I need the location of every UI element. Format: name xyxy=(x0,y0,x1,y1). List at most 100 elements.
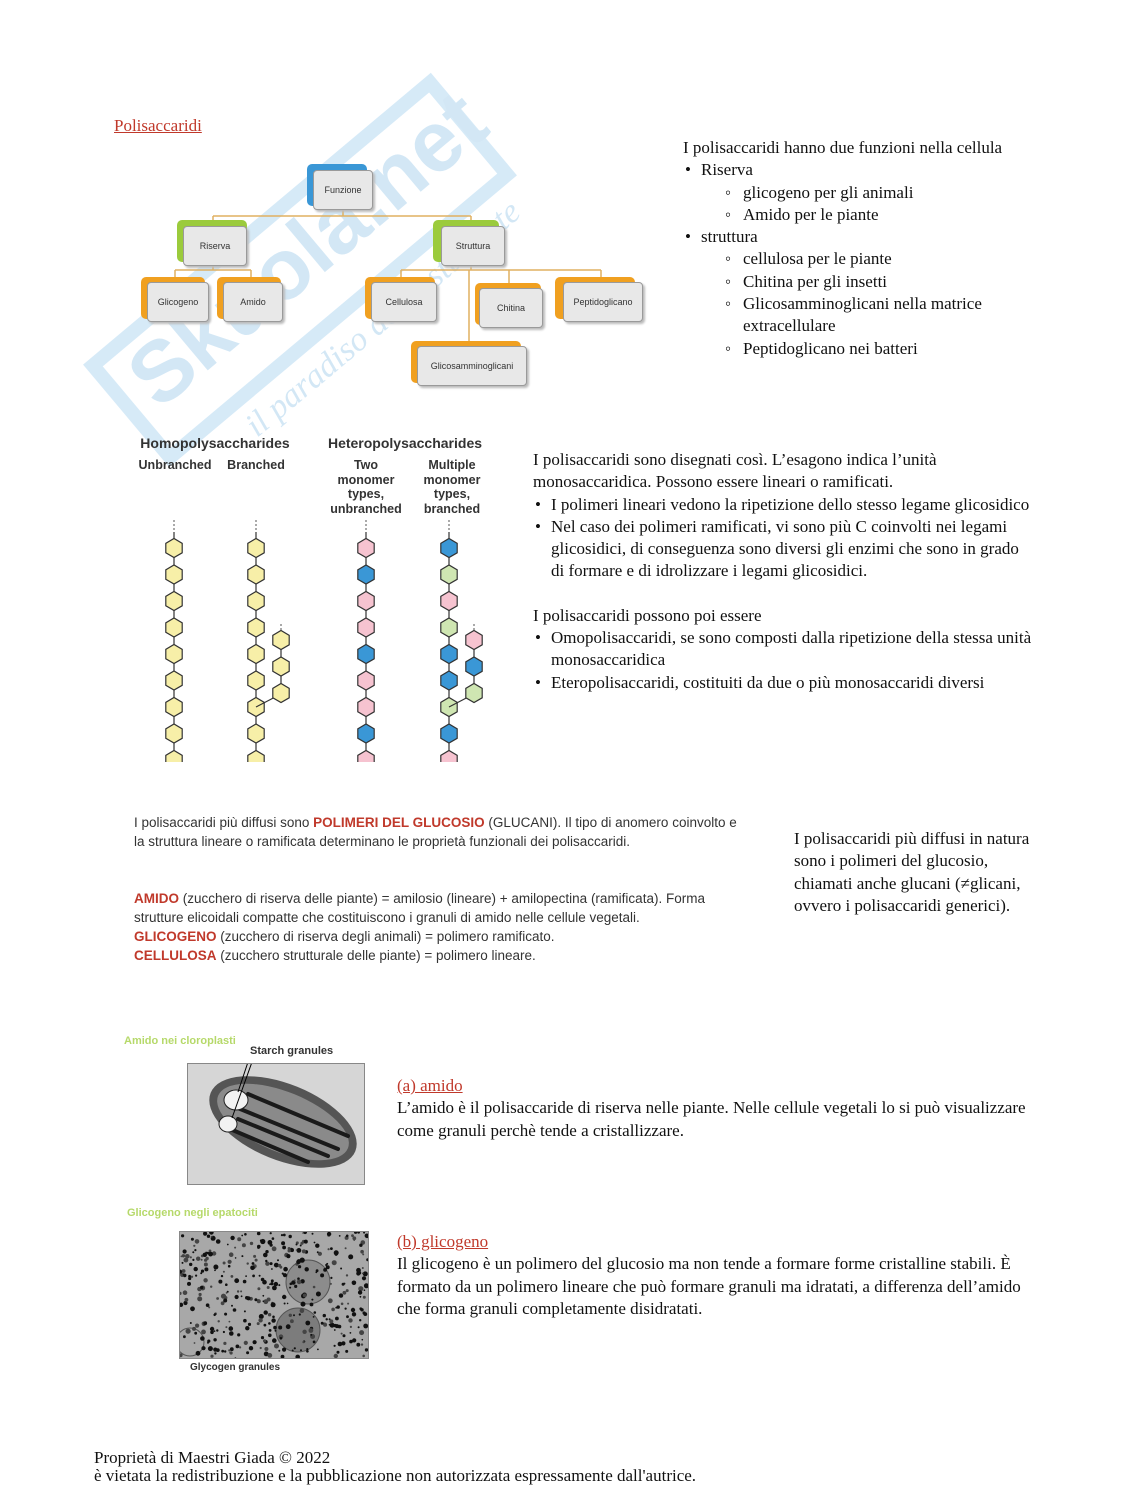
glycogen-granule xyxy=(300,1301,306,1307)
glycogen-granule xyxy=(340,1267,343,1270)
glucan-line-1: I polisaccaridi più diffusi sono POLIMER… xyxy=(134,815,737,830)
node-funzione: Funzione xyxy=(313,170,373,210)
glycogen-granule xyxy=(183,1335,186,1339)
glycogen-granule xyxy=(208,1306,211,1309)
glycogen-granule xyxy=(258,1274,261,1277)
glycogen-granule xyxy=(213,1330,216,1332)
glycogen-granule xyxy=(308,1328,314,1333)
glycogen-granule xyxy=(234,1257,237,1259)
list-item: Amido per le piante xyxy=(683,204,1043,227)
glycogen-granule xyxy=(302,1329,307,1334)
glycogen-granule xyxy=(299,1244,302,1247)
glycogen-granule xyxy=(356,1271,361,1276)
glycogen-granule xyxy=(217,1320,220,1323)
monosaccharide-hexagon xyxy=(440,537,458,559)
glycogen-granule xyxy=(241,1234,244,1237)
glycogen-granule xyxy=(363,1283,368,1289)
glycogen-granule xyxy=(290,1319,294,1324)
amido-heading[interactable]: (a) amido xyxy=(397,1076,463,1095)
glycogen-granule xyxy=(269,1283,271,1285)
glycogen-granule xyxy=(207,1341,209,1344)
glycogen-granule xyxy=(273,1326,277,1330)
glycogen-granule xyxy=(188,1274,191,1278)
glycogen-granule xyxy=(190,1306,195,1312)
glycogen-granule xyxy=(265,1261,270,1266)
monosaccharide-hexagon xyxy=(440,723,458,744)
glycogen-granule xyxy=(267,1313,272,1317)
glycogen-granule xyxy=(193,1244,196,1247)
glycogen-granule xyxy=(245,1275,247,1277)
glycogen-granule xyxy=(362,1295,366,1299)
glycogen-granule xyxy=(288,1313,292,1317)
glycogen-granule xyxy=(364,1348,368,1352)
glycogen-granule xyxy=(264,1347,269,1351)
glycogen-granule xyxy=(211,1251,217,1256)
glycogen-granule xyxy=(213,1338,217,1342)
glycogen-granule xyxy=(222,1270,225,1273)
glycogen-granule xyxy=(229,1347,234,1352)
glycogen-granule xyxy=(181,1254,186,1258)
glycogen-granule xyxy=(253,1254,257,1258)
glycogen-granule xyxy=(185,1254,190,1259)
glycogen-granule xyxy=(192,1258,195,1261)
glycogen-granule xyxy=(312,1316,315,1318)
glycogen-granule xyxy=(303,1232,307,1235)
glycogen-granule xyxy=(210,1235,213,1238)
glycogen-granule xyxy=(278,1325,283,1330)
glycogen-granule xyxy=(362,1253,365,1256)
functions-intro: I polisaccaridi hanno due funzioni nella… xyxy=(683,138,1003,157)
monosaccharide-hexagon xyxy=(357,723,375,744)
polysaccharide-types-figure: Homopolysaccharides Heteropolysaccharide… xyxy=(130,432,500,762)
glycogen-granule xyxy=(202,1252,207,1257)
glicogeno-text: Il glicogeno è un polimero del glucosio … xyxy=(397,1254,1021,1318)
glycogen-granule xyxy=(325,1318,328,1321)
homo-heading: Homopolysaccharides xyxy=(140,435,290,451)
monosaccharide-hexagon xyxy=(465,629,483,651)
glycogen-granule xyxy=(201,1329,206,1335)
section-title[interactable]: Polisaccaridi xyxy=(114,116,202,135)
monosaccharide-hexagon xyxy=(165,617,183,638)
glycogen-granule xyxy=(226,1290,229,1293)
glycogen-granule xyxy=(203,1262,208,1267)
monosaccharide-hexagon xyxy=(247,670,265,691)
glycogen-granule xyxy=(231,1304,233,1307)
glycogen-granule xyxy=(317,1348,319,1351)
structure-intro-2: I polisaccaridi possono poi essere xyxy=(533,605,762,625)
glycogen-granule xyxy=(234,1294,239,1300)
glycogen-granule xyxy=(278,1284,281,1287)
glycogen-granule xyxy=(190,1237,194,1241)
glycogen-granule xyxy=(208,1249,212,1253)
glycogen-granule xyxy=(205,1256,209,1261)
monosaccharide-hexagon xyxy=(440,617,458,638)
glycogen-granule xyxy=(315,1243,320,1248)
list-item: cellulosa per le piante xyxy=(683,248,1043,271)
monosaccharide-hexagon xyxy=(440,564,458,585)
amido-text: L’amido è il polisaccaride di riserva ne… xyxy=(397,1098,1026,1140)
glycogen-granule xyxy=(301,1249,306,1254)
glycogen-granule xyxy=(349,1332,352,1334)
glycogen-granule xyxy=(356,1342,361,1347)
glycogen-granule xyxy=(271,1268,273,1270)
glycogen-granule xyxy=(203,1232,208,1236)
glycogen-granule xyxy=(267,1240,273,1245)
glycogen-granule xyxy=(269,1262,273,1266)
glycogen-granule xyxy=(323,1322,326,1325)
glycogen-granule xyxy=(291,1280,296,1285)
monosaccharide-hexagon xyxy=(440,749,458,762)
glycogen-granule xyxy=(357,1232,360,1234)
glicogeno-heading[interactable]: (b) glicogeno xyxy=(397,1232,489,1251)
glycogen-granule xyxy=(271,1318,276,1323)
glycogen-granule xyxy=(296,1279,302,1285)
glycogen-granule xyxy=(327,1298,333,1304)
glycogen-granule xyxy=(354,1232,358,1234)
glycogen-granule xyxy=(362,1271,368,1277)
glycogen-granule xyxy=(193,1266,198,1272)
glycogen-granule xyxy=(208,1251,213,1257)
glycogen-granule xyxy=(185,1328,191,1334)
glycogen-granule xyxy=(333,1344,336,1347)
glycogen-granule xyxy=(200,1285,204,1290)
glycogen-granule xyxy=(335,1316,339,1321)
glycogen-granule xyxy=(296,1248,302,1253)
glycogen-granule xyxy=(232,1308,237,1312)
glycogen-granule xyxy=(361,1338,364,1341)
